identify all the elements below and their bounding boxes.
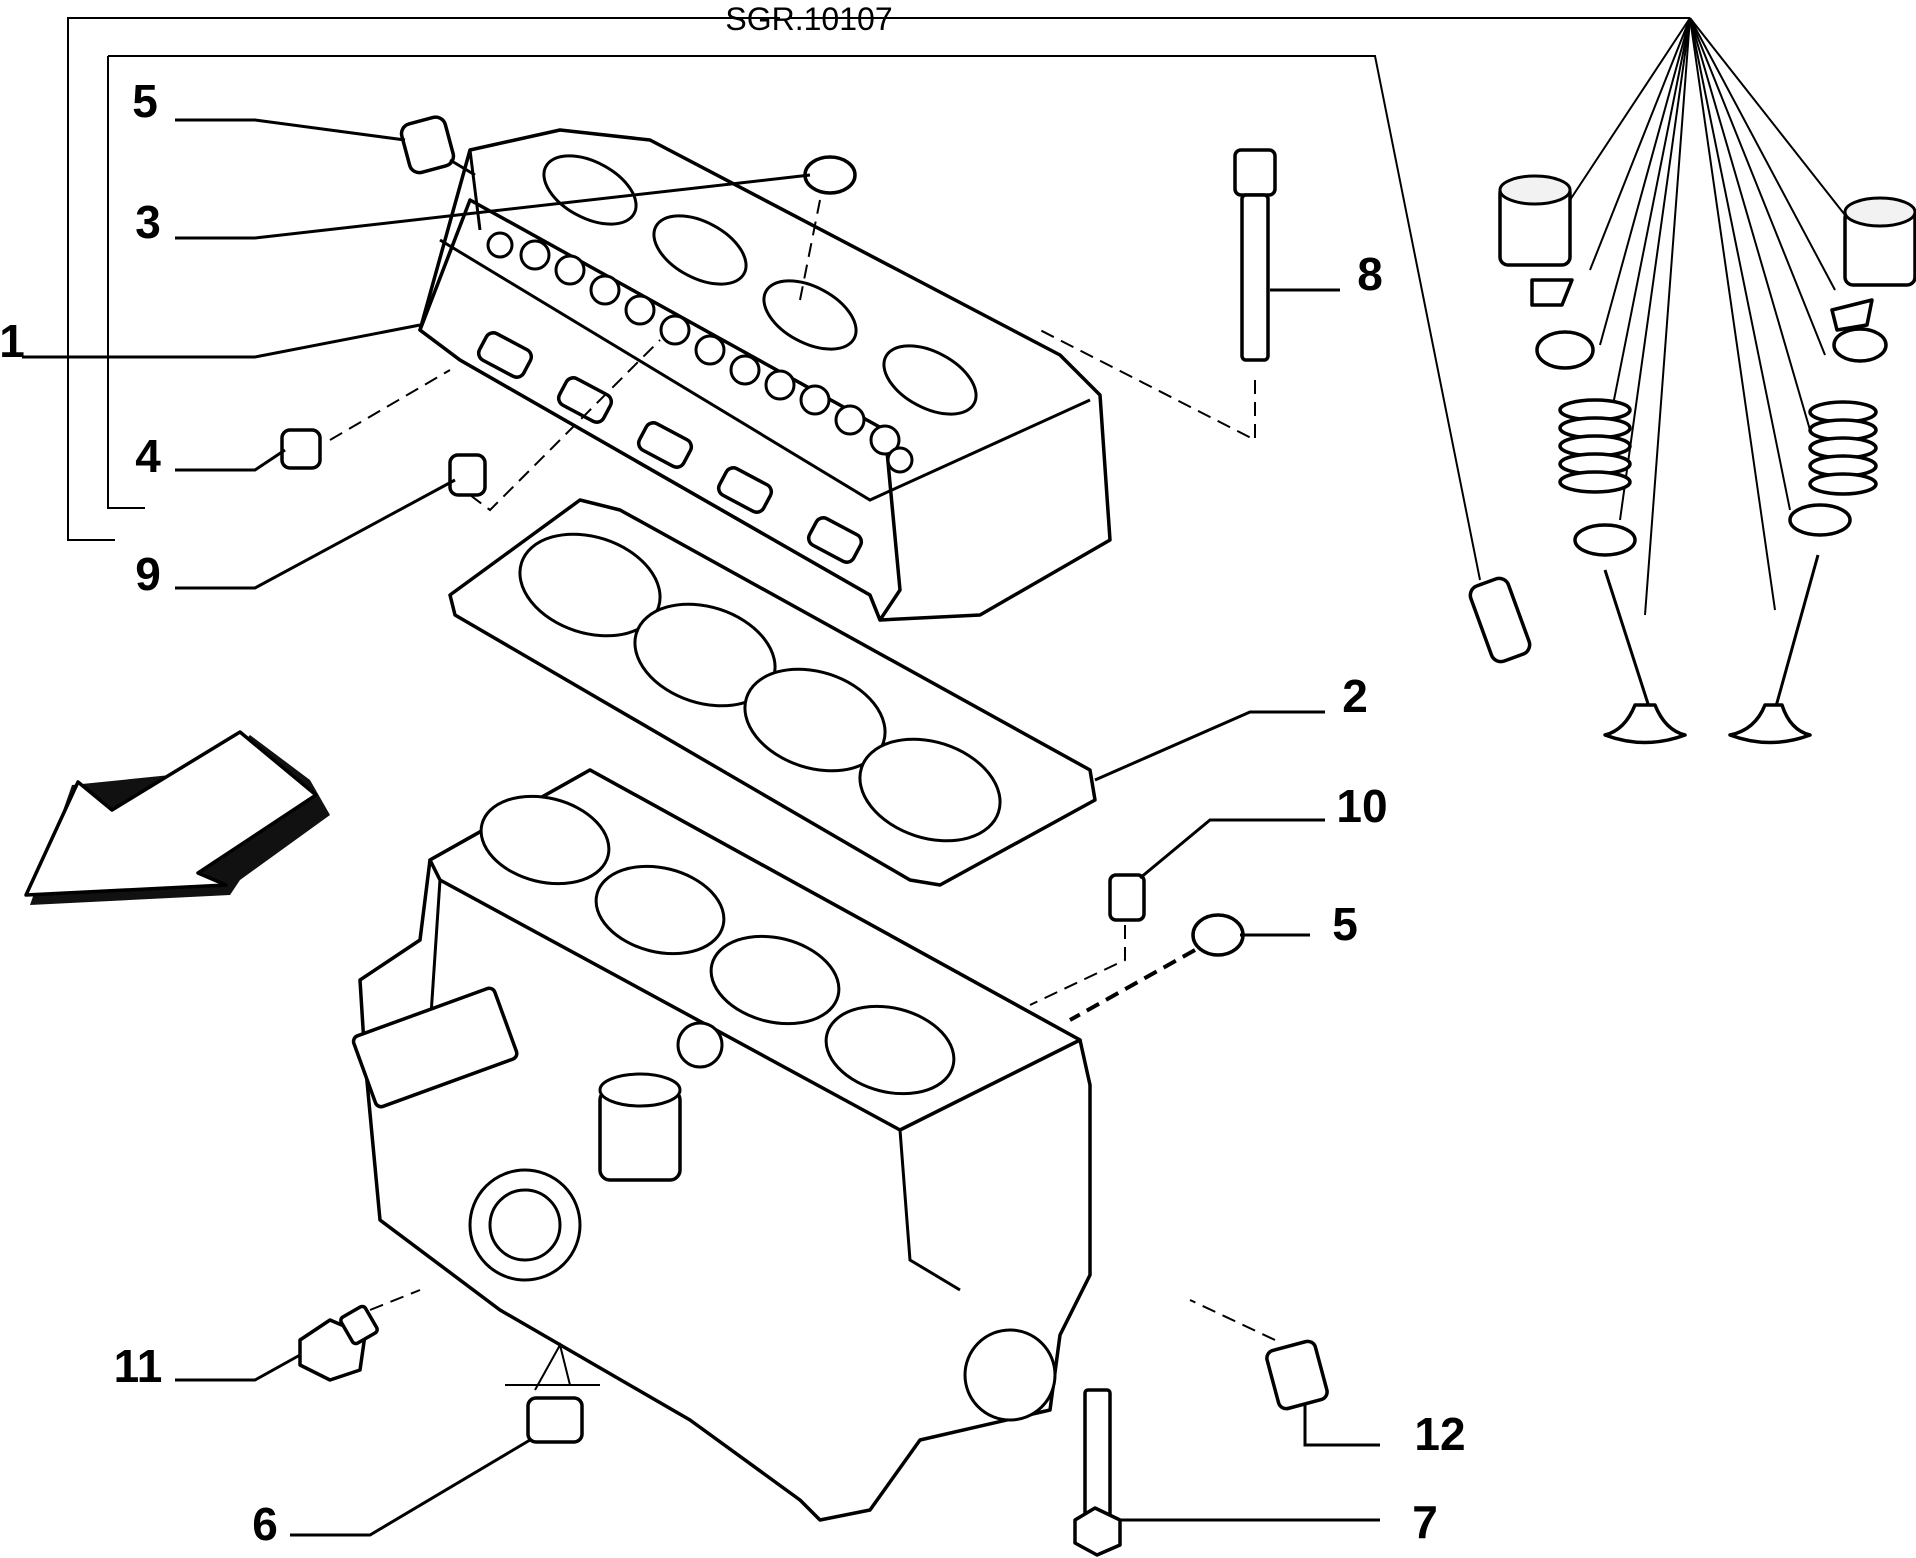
front-direction-arrow [24,730,330,905]
callout-7: 7 [1412,1496,1438,1548]
callout-11: 11 [114,1340,163,1392]
valve-train-set [1468,174,1916,745]
group-bracket-lines [67,17,1846,616]
valve-spring-right [1808,400,1878,496]
callout-2: 2 [1342,670,1368,722]
callout-3: 3 [135,196,161,248]
small-parts [280,115,1329,1557]
valve-spring-left [1558,398,1632,494]
callout-6: 6 [252,1498,278,1550]
group-code-label: SGR.10107 [725,1,892,37]
callout-1: 1 [0,315,25,367]
head-gasket [448,498,1097,887]
callout-5-top: 5 [132,75,158,127]
assembly-dash-lines [329,199,1276,1391]
callout-5-lower: 5 [1332,898,1358,950]
leader-lines [22,118,1380,1537]
callout-10: 10 [1336,780,1387,832]
callout-labels: 5 3 1 4 9 8 2 10 5 11 6 12 7 [0,75,1466,1550]
valve-seat-row [486,231,914,474]
engine-block [351,768,1092,1522]
callout-9: 9 [135,548,161,600]
callout-4: 4 [135,430,161,482]
callout-8: 8 [1357,248,1383,300]
cylinder-head [418,128,1112,622]
callout-12: 12 [1414,1408,1465,1460]
